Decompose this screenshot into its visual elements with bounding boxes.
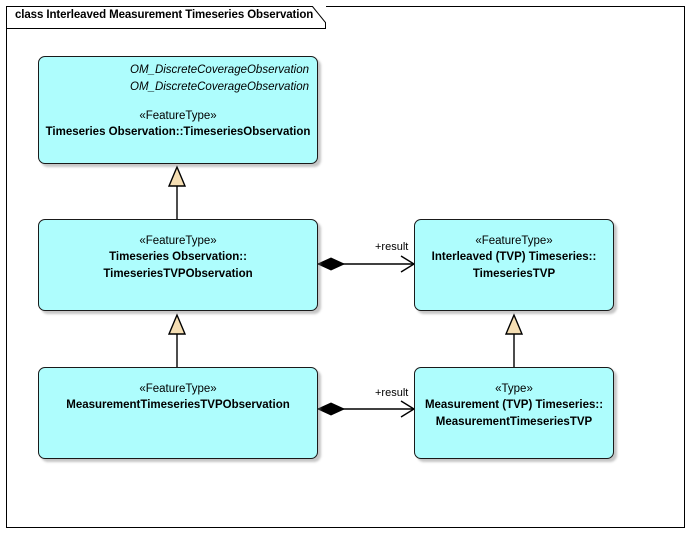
class-stereotype: «Type» — [495, 383, 533, 395]
diagram-title-tab: class Interleaved Measurement Timeseries… — [6, 6, 326, 29]
class-stereotype: «FeatureType» — [475, 235, 553, 247]
class-name: MeasurementTimeseriesTVP — [435, 416, 593, 428]
composition-result-lower — [316, 400, 416, 418]
association-label-result-lower: +result — [375, 387, 409, 399]
class-stereotype: «FeatureType» — [139, 110, 217, 122]
generalization-tvpobs-to-observation — [167, 165, 187, 219]
class-name: TimeseriesTVPObservation — [103, 268, 253, 280]
class-name: Interleaved (TVP) Timeseries:: — [431, 251, 597, 263]
diagram-title-label: class Interleaved Measurement Timeseries… — [15, 9, 314, 21]
class-box-measurement-timeseries-tvp-observation[interactable]: «FeatureType» MeasurementTimeseriesTVPOb… — [38, 367, 318, 459]
class-stereotype: «FeatureType» — [139, 235, 217, 247]
class-attribute: OM_DiscreteCoverageObservation — [130, 64, 309, 76]
class-name: Timeseries Observation:: — [109, 251, 247, 263]
class-name: Timeseries Observation::TimeseriesObserv… — [45, 126, 311, 138]
class-name: MeasurementTimeseriesTVPObservation — [66, 399, 290, 411]
class-name: Measurement (TVP) Timeseries:: — [424, 399, 604, 411]
class-stereotype: «FeatureType» — [139, 383, 217, 395]
class-name: TimeseriesTVP — [472, 268, 556, 280]
class-box-measurement-timeseries-tvp[interactable]: «Type» Measurement (TVP) Timeseries:: Me… — [414, 367, 614, 459]
class-box-timeseries-observation[interactable]: OM_DiscreteCoverageObservation OM_Discre… — [38, 56, 318, 164]
class-attribute: OM_DiscreteCoverageObservation — [130, 81, 309, 93]
class-box-timeseries-tvp-observation[interactable]: «FeatureType» Timeseries Observation:: T… — [38, 219, 318, 311]
composition-result-upper — [316, 255, 416, 273]
generalization-measobs-to-tvpobs — [167, 313, 187, 367]
association-label-result-upper: +result — [375, 241, 409, 253]
class-box-timeseries-tvp[interactable]: «FeatureType» Interleaved (TVP) Timeseri… — [414, 219, 614, 311]
generalization-meastvp-to-tvp — [504, 313, 524, 367]
